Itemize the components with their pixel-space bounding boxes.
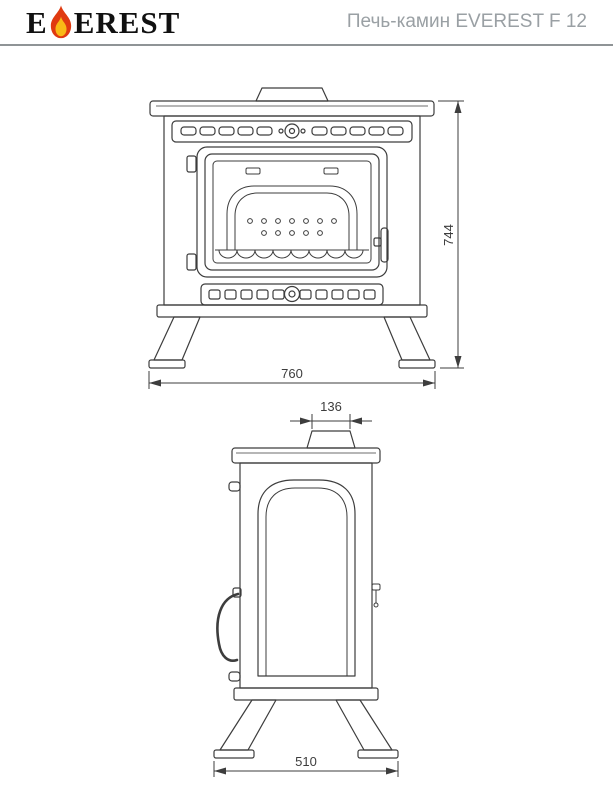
front-legs [148, 316, 436, 369]
everest-logo: E EREST [26, 3, 180, 42]
side-chimney-width-label: 136 [320, 399, 342, 414]
flame-icon [49, 4, 73, 44]
side-plinth [233, 687, 379, 701]
header: E EREST Печь-камин EVEREST F 12 [0, 0, 613, 46]
front-plinth [156, 304, 428, 318]
front-door [196, 146, 388, 278]
side-arched-panel [257, 479, 356, 677]
side-body [239, 462, 373, 689]
page-title: Печь-камин EVEREST F 12 [346, 11, 587, 32]
front-height-label: 744 [441, 224, 456, 246]
side-latch [371, 583, 381, 608]
front-top-plate [149, 100, 435, 117]
front-width-label: 760 [281, 366, 303, 381]
side-legs [213, 699, 399, 759]
side-hinges [228, 481, 241, 682]
front-ash-drawer [200, 283, 384, 306]
front-door-handle [373, 227, 389, 263]
dimension-front-width: 760 [148, 366, 436, 389]
front-view [148, 87, 436, 369]
side-door-handle [216, 587, 242, 662]
side-chimney-collar [306, 430, 356, 449]
front-door-hinges [186, 155, 197, 271]
side-depth-label: 510 [295, 754, 317, 769]
logo-suffix: EREST [73, 4, 181, 40]
side-view [213, 430, 399, 759]
front-chimney-collar [255, 87, 329, 102]
dimension-front-height: 744 [438, 100, 464, 369]
front-firebox-detail [215, 167, 369, 259]
dimension-side-depth: 510 [213, 754, 399, 777]
side-top-plate [231, 447, 381, 464]
logo-prefix: E [26, 4, 48, 40]
dimension-side-chimney: 136 [290, 399, 372, 429]
front-upper-vent-band [171, 120, 413, 143]
